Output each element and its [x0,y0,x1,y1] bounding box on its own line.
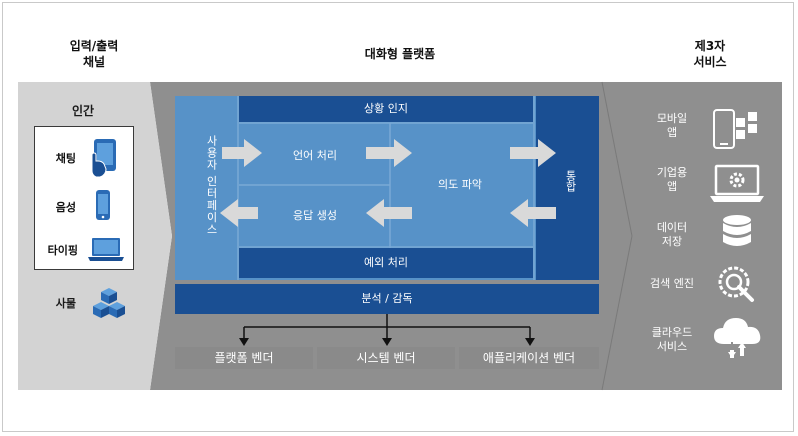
channels-header: 입력/출력 채널 [44,38,144,70]
services-header: 제3자 서비스 [660,38,760,70]
service-cloud: 클라우드 서비스 [640,326,704,354]
cubes-icon [93,288,125,318]
platform-header: 대화형 플랫폼 [364,47,436,61]
service-enterprise-app-line2: 앱 [666,180,678,193]
service-mobile-app-line2: 앱 [666,126,678,139]
service-cloud-line1: 클라우드 [651,326,693,339]
service-mobile-app: 모바일 앱 [640,112,704,140]
arrow-right-2 [366,139,412,167]
services-header-line1: 제3자 [694,39,726,53]
integration-block [536,96,599,280]
phone-icon [96,190,110,220]
arrow-left-3 [510,199,556,227]
arrow-right-1 [222,139,262,167]
channel-chat-label: 채팅 [55,152,76,165]
service-data-storage-line1: 데이터 [656,221,688,234]
service-cloud-line2: 서비스 [656,340,688,353]
arrow-left-2 [366,199,412,227]
exception-handling: 예외 처리 [239,248,533,278]
service-data-storage: 데이터 저장 [640,221,704,249]
services-band [602,82,782,390]
search-gear-icon [718,266,754,302]
diagram-frame [2,2,794,432]
language-processing: 언어 처리 [293,149,337,162]
laptop-gear-icon [710,164,764,202]
user-interface-label: 사용자 인터페이스 [205,134,218,236]
arrow-right-3 [510,139,556,167]
analytics-monitoring: 분석 / 감독 [175,284,599,314]
human-title: 인간 [71,104,95,118]
service-mobile-app-line1: 모바일 [656,112,688,125]
context-awareness: 상황 인지 [239,96,533,122]
service-search-engine: 검색 엔진 [650,277,694,290]
services-header-line2: 서비스 [693,55,727,69]
response-generation: 응답 생성 [293,209,337,222]
service-data-storage-line2: 저장 [661,235,683,248]
intent-recognition: 의도 파악 [438,178,482,191]
cloud-icon [714,318,761,358]
database-icon [723,215,751,246]
laptop-icon [88,238,124,261]
vendor-application: 애플리케이션 벤더 [459,347,599,369]
channel-voice-label: 음성 [55,201,76,214]
integration-label: 통합 [564,170,577,192]
mobile-app-icon [713,109,757,149]
channels-header-line2: 채널 [82,55,106,69]
things-label: 사물 [55,297,76,310]
channel-typing-label: 타이핑 [47,244,78,257]
arrow-left-1 [220,199,258,227]
service-enterprise-app: 기업용 앱 [640,166,704,194]
tablet-touch-icon [91,139,116,178]
vendor-platform: 플랫폼 벤더 [175,347,313,369]
vendor-system: 시스템 벤더 [317,347,455,369]
channels-header-line1: 입력/출력 [69,39,119,53]
service-enterprise-app-line1: 기업용 [656,166,688,179]
